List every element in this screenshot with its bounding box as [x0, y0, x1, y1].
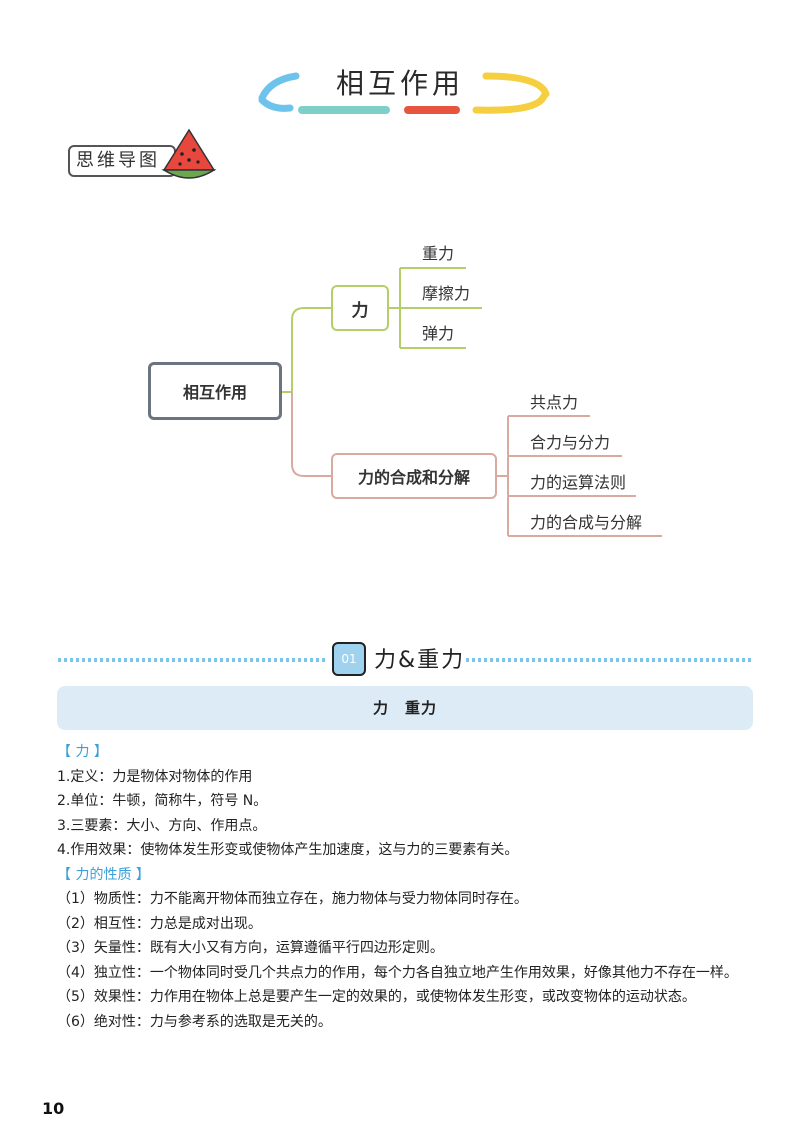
mind-map-branch-force: 力 [331, 285, 389, 331]
list-item: （6）绝对性：力与参考系的选取是无关的。 [57, 1013, 332, 1030]
list-item: （1）物质性：力不能离开物体而独立存在，施力物体与受力物体同时存在。 [57, 891, 528, 907]
section-title: 力&重力 [374, 648, 466, 673]
heading-force-properties: 【 力的性质 】 [57, 866, 150, 883]
title-decoration [258, 72, 550, 114]
list-item: 2.单位：牛顿，简称牛，符号 N。 [57, 793, 268, 809]
leaf-gravity: 重力 [422, 244, 455, 263]
page-title: 相互作用 [335, 67, 464, 100]
leaf-elastic: 弹力 [422, 324, 455, 343]
title-stripe-red [404, 106, 460, 114]
title-stripe-teal [298, 106, 390, 114]
list-item: （4）独立性：一个物体同时受几个共点力的作用，每个力各自独立地产生作用效果，好像… [57, 964, 738, 981]
leaf-operation-rule: 力的运算法则 [530, 473, 627, 492]
mind-map-root: 相互作用 [148, 362, 282, 420]
page-number: 10 [42, 1099, 65, 1118]
topic-bar-title: 力 重力 [57, 686, 753, 730]
list-item: （3）矢量性：既有大小又有方向，运算遵循平行四边形定则。 [57, 940, 444, 956]
list-item: 3.三要素：大小、方向、作用点。 [57, 817, 267, 834]
list-item: 1.定义：力是物体对物体的作用 [57, 768, 253, 785]
watermelon-icon [161, 128, 217, 179]
leaf-concurrent-force: 共点力 [530, 393, 579, 412]
content-body: 【 力 】 1.定义：力是物体对物体的作用 2.单位：牛顿，简称牛，符号 N。 … [57, 740, 757, 1034]
leaf-friction: 摩擦力 [422, 284, 471, 303]
section-number-badge: 01 [332, 642, 366, 676]
list-item: （5）效果性：力作用在物体上总是要产生一定的效果的，或使物体发生形变，或改变物体… [57, 989, 696, 1005]
leaf-resultant-component: 合力与分力 [530, 433, 611, 452]
list-item: （2）相互性：力总是成对出现。 [57, 915, 262, 932]
mind-map-connectors [282, 267, 662, 537]
leaf-composition-decomposition: 力的合成与分解 [530, 513, 643, 532]
section-divider [58, 658, 752, 662]
mind-map-branch-composition: 力的合成和分解 [331, 453, 497, 499]
heading-force: 【 力 】 [57, 744, 108, 760]
list-item: 4.作用效果：使物体发生形变或使物体产生加速度，这与力的三要素有关。 [57, 842, 519, 858]
